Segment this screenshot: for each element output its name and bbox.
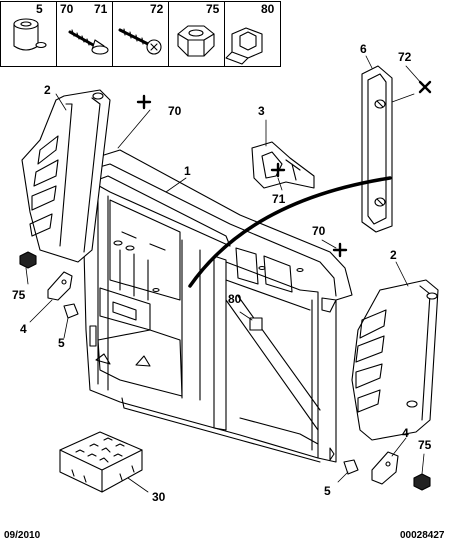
side-reinforcement-rail xyxy=(361,65,393,233)
callout-5-left: 5 xyxy=(58,336,65,350)
screw-70-mid xyxy=(332,242,348,258)
spring-clip-icon xyxy=(225,27,263,65)
legend-label-75: 75 xyxy=(206,2,220,16)
screw-icon xyxy=(68,29,109,55)
radiator-rail-curve xyxy=(188,176,392,288)
callout-2-right: 2 xyxy=(390,248,397,262)
diagram-reference-number: 00028427 xyxy=(400,530,445,541)
right-clip xyxy=(343,459,359,475)
callout-2-left: 2 xyxy=(44,83,51,97)
callout-75-left: 75 xyxy=(12,288,26,302)
callout-71: 71 xyxy=(272,192,286,206)
spring-clip xyxy=(249,317,263,331)
callout-72: 72 xyxy=(398,50,412,64)
legend-cell-5 xyxy=(0,1,57,67)
right-small-bracket xyxy=(371,451,399,485)
legend-label-80: 80 xyxy=(261,2,275,16)
callout-4-right: 4 xyxy=(402,426,409,440)
callout-70-top: 70 xyxy=(168,104,182,118)
plastic-clip-icon xyxy=(13,18,47,51)
legend-label-5: 5 xyxy=(36,2,43,16)
screw-70-top xyxy=(136,94,152,110)
callout-1: 1 xyxy=(184,164,191,178)
legend-label-72: 72 xyxy=(150,2,164,16)
callout-80: 80 xyxy=(228,292,242,306)
callout-30: 30 xyxy=(152,490,166,504)
leader-lines xyxy=(25,55,425,493)
right-air-guide xyxy=(351,279,439,441)
bolt-set-box xyxy=(59,431,143,493)
callout-3: 3 xyxy=(258,104,265,118)
left-small-bracket xyxy=(47,271,73,301)
left-air-guide xyxy=(21,89,111,263)
callout-70-mid: 70 xyxy=(312,224,326,238)
callout-75-right: 75 xyxy=(418,438,432,452)
legend-label-70: 70 xyxy=(60,2,74,16)
screw-71 xyxy=(270,162,286,178)
front-end-panel xyxy=(83,149,353,463)
lock-bracket xyxy=(251,141,315,189)
self-tapping-screw-icon xyxy=(118,28,162,55)
right-nut xyxy=(413,473,431,491)
hex-nut-icon xyxy=(177,25,215,57)
left-clip xyxy=(63,303,79,319)
left-nut xyxy=(19,251,37,269)
callout-4-left: 4 xyxy=(20,322,27,336)
legend-label-71: 71 xyxy=(94,2,108,16)
legend-cell-80 xyxy=(224,1,281,67)
diagram-date: 09/2010 xyxy=(4,530,41,541)
callout-5-right: 5 xyxy=(324,484,331,498)
callout-6: 6 xyxy=(360,42,367,56)
